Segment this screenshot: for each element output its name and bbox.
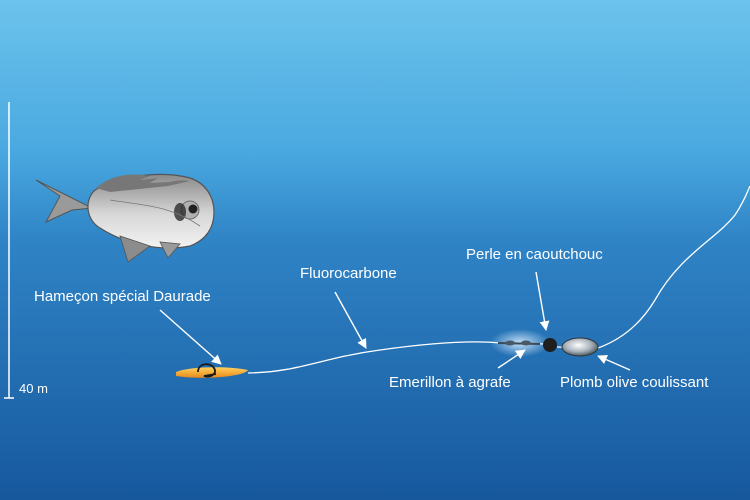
swivel-arrow: [497, 349, 526, 369]
line-arrow: [334, 291, 367, 349]
fish-icon: [35, 173, 215, 263]
swivel-icon: [490, 329, 550, 357]
depth-label: 40 m: [19, 381, 48, 396]
bead-label: Perle en caoutchouc: [466, 246, 603, 263]
sinker-arrow: [597, 355, 631, 371]
swivel-label: Emerillon à agrafe: [389, 374, 511, 391]
bead-arrow: [535, 271, 550, 331]
hook-label: Hameçon spécial Daurade: [34, 288, 211, 305]
hook-icon: [176, 363, 248, 378]
callout-arrows: [159, 271, 631, 371]
line-label: Fluorocarbone: [300, 265, 397, 282]
fishing-line: [247, 185, 750, 374]
depth-scale: [4, 102, 14, 399]
sinker-icon: [556, 337, 599, 357]
hook-arrow: [159, 309, 222, 365]
bead-icon: [543, 338, 557, 352]
sinker-label: Plomb olive coulissant: [560, 374, 709, 391]
